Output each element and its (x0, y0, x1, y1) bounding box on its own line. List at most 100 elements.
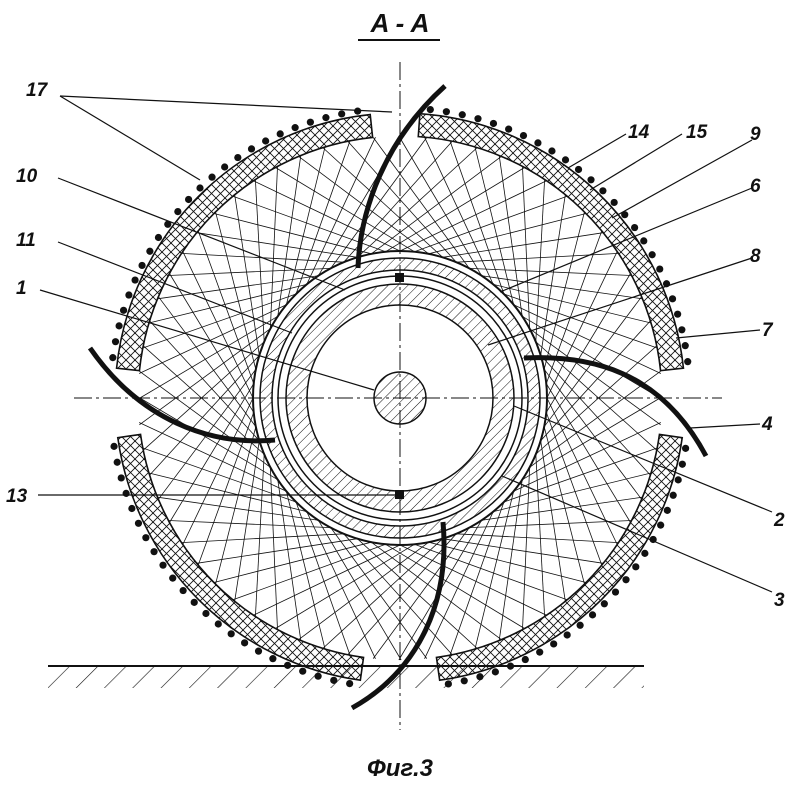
surface-bead (489, 119, 498, 128)
spoke-line (503, 293, 658, 349)
surface-bead (576, 621, 584, 629)
spoke-line (285, 146, 326, 305)
spoke-line (322, 147, 443, 258)
surface-bead (668, 295, 677, 303)
spoke-line (540, 320, 651, 441)
spoke-line (469, 520, 632, 529)
surface-bead (117, 474, 125, 482)
surface-bead (134, 519, 143, 527)
callout-14: 14 (628, 122, 650, 143)
spoke-line (149, 320, 260, 441)
spoke-line (253, 544, 401, 616)
blade-bottom (350, 521, 447, 711)
surface-bead (322, 114, 330, 122)
surface-bead (128, 504, 136, 513)
surface-bead (600, 600, 608, 608)
spoke-line (285, 491, 326, 650)
surface-bead (247, 145, 256, 153)
spoke-line (253, 180, 401, 252)
spoke-line (513, 304, 662, 374)
spoke-line (215, 426, 257, 585)
surface-bead (202, 609, 210, 618)
callout-6: 6 (750, 176, 761, 197)
surface-bead (657, 521, 665, 529)
spoke-line (535, 454, 546, 617)
spoke-line (398, 135, 483, 276)
surface-bead (519, 132, 528, 140)
spoke-line (182, 397, 254, 545)
spoke-line (232, 543, 386, 601)
surface-bead (110, 442, 118, 450)
surface-bead (138, 261, 146, 270)
spoke-line (269, 166, 278, 329)
surface-bead (476, 673, 484, 681)
surface-bead (284, 661, 292, 669)
surface-bead (314, 672, 322, 680)
spoke-line (157, 496, 319, 521)
spoke-line (298, 156, 429, 255)
surface-bead (611, 588, 620, 596)
spoke-line (137, 315, 278, 400)
spoke-line (414, 195, 568, 253)
spoke-line (347, 140, 457, 263)
spoke-line (275, 167, 415, 253)
surface-bead (169, 574, 177, 582)
spoke-line (371, 541, 502, 640)
surface-bead (142, 534, 150, 542)
spoke-line (546, 251, 618, 399)
spoke-line (295, 140, 351, 295)
outer-ring-segment (435, 433, 684, 682)
spoke-line (142, 293, 297, 349)
surface-bead (621, 211, 629, 219)
spoke-line (543, 426, 585, 585)
spoke-line (540, 194, 566, 356)
surface-bead (115, 322, 123, 330)
spoke-line (196, 232, 358, 258)
spoke-line (456, 533, 619, 544)
surface-bead (113, 458, 121, 466)
spoke-line (474, 146, 515, 305)
surface-bead (234, 153, 242, 162)
spoke-line (529, 328, 661, 426)
spoke-line (385, 543, 525, 629)
callout-2: 2 (773, 510, 785, 531)
surface-bead (460, 677, 468, 685)
spoke-line (142, 341, 265, 451)
surface-bead (678, 326, 686, 334)
spoke-line (481, 275, 643, 300)
spoke-line (428, 541, 587, 583)
surface-bead (561, 156, 570, 164)
spoke-line (540, 440, 566, 602)
spoke-line (449, 501, 505, 656)
surface-bead (254, 647, 263, 655)
spoke-line (306, 511, 376, 660)
surface-bead (678, 460, 686, 468)
spoke-line (522, 166, 531, 329)
spoke-line (298, 541, 429, 640)
spoke-line (428, 213, 587, 255)
callout-1: 1 (16, 278, 27, 299)
spoke-line (399, 180, 547, 252)
surface-bead (674, 476, 682, 484)
surface-bead (587, 176, 595, 184)
spoke-array (137, 135, 663, 661)
surface-bead (146, 247, 154, 255)
spoke-line (503, 447, 658, 503)
surface-bead (681, 342, 689, 350)
spoke-line (168, 267, 331, 276)
callout-4: 4 (761, 414, 773, 435)
spoke-line (138, 422, 287, 492)
surface-bead (610, 198, 618, 207)
callout-9: 9 (750, 124, 761, 145)
spoke-line (269, 467, 278, 630)
spoke-line (213, 213, 372, 255)
surface-bead (184, 195, 193, 204)
surface-bead (536, 648, 544, 656)
surface-bead (663, 506, 671, 514)
surface-bead (150, 548, 158, 556)
outer-ring-segment (116, 433, 365, 682)
leader-lines (38, 95, 773, 593)
spoke-line (424, 136, 494, 285)
blade-top (355, 84, 447, 269)
